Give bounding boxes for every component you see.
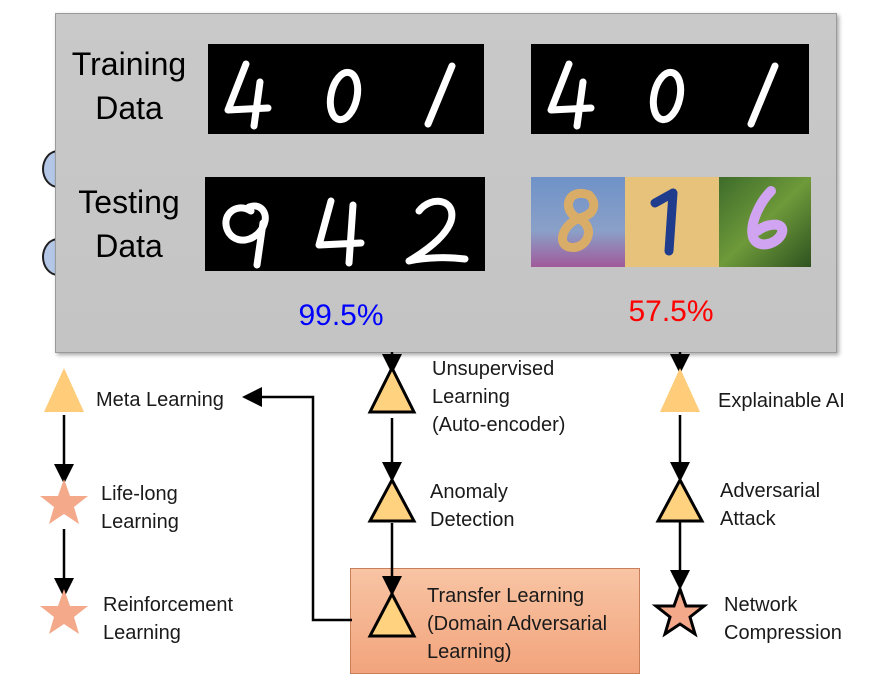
anomaly-label-line1: Anomaly (430, 481, 508, 503)
mnist-comparison-panel: Training Data Testing Data (55, 13, 837, 353)
triangle-icon (660, 368, 700, 412)
node-transfer-learning: Transfer Learning (Domain Adversarial Le… (427, 582, 607, 666)
transfer-label-line2: (Domain Adversarial (427, 613, 608, 635)
node-reinforcement-learning: Reinforcement Learning (103, 591, 233, 647)
star-icon (40, 589, 88, 634)
reinforcement-label-line2: Learning (103, 622, 181, 644)
training-label-line2: Data (95, 90, 163, 126)
adversarial-label-line1: Adversarial (720, 480, 821, 502)
transfer-label-line1: Transfer Learning (427, 585, 585, 607)
star-icon (40, 479, 88, 524)
transfer-label-line3: Learning) (427, 641, 512, 663)
triangle-icon (367, 476, 417, 523)
mnist-training-image (208, 44, 484, 134)
testing-data-label: Testing Data (56, 180, 202, 268)
mnistm-testing-image (531, 177, 811, 267)
triangle-icon (655, 476, 705, 523)
lifelong-label-line1: Life-long (101, 483, 178, 505)
unsupervised-label-line2: Learning (432, 386, 510, 408)
reinforcement-label-line1: Reinforcement (103, 594, 234, 616)
mnist-training-image-right (531, 44, 809, 134)
source-accuracy-value: 99.5% (298, 299, 384, 332)
compression-label-line2: Compression (724, 622, 842, 644)
triangle-icon (367, 364, 417, 414)
triangle-icon (367, 590, 417, 638)
training-data-label: Training Data (56, 42, 202, 130)
star-icon (651, 584, 709, 638)
testing-label-line2: Data (95, 228, 163, 264)
adversarial-label-line2: Attack (720, 508, 776, 530)
explainable-ai-label: Explainable AI (718, 390, 845, 412)
node-explainable-ai: Explainable AI (718, 387, 845, 415)
target-accuracy-value: 57.5% (628, 295, 714, 328)
node-adversarial-attack: Adversarial Attack (720, 477, 820, 533)
unsupervised-label-line3: (Auto-encoder) (432, 414, 566, 436)
lifelong-label-line2: Learning (101, 511, 179, 533)
node-unsupervised-learning: Unsupervised Learning (Auto-encoder) (432, 355, 565, 439)
mnist-testing-image (205, 177, 485, 271)
source-accuracy: 99.5% (256, 299, 426, 333)
compression-label-line1: Network (724, 594, 798, 616)
arrow-transfer-to-meta (242, 387, 352, 622)
node-anomaly-detection: Anomaly Detection (430, 478, 515, 534)
training-label-line1: Training (71, 46, 187, 82)
triangle-icon (44, 368, 84, 412)
node-meta-learning: Meta Learning (96, 386, 224, 414)
unsupervised-label-line1: Unsupervised (432, 358, 555, 380)
target-accuracy: 57.5% (586, 295, 756, 329)
meta-learning-label: Meta Learning (96, 389, 224, 411)
node-network-compression: Network Compression (724, 591, 842, 647)
anomaly-label-line2: Detection (430, 509, 515, 531)
testing-label-line1: Testing (78, 184, 180, 220)
node-lifelong-learning: Life-long Learning (101, 480, 179, 536)
